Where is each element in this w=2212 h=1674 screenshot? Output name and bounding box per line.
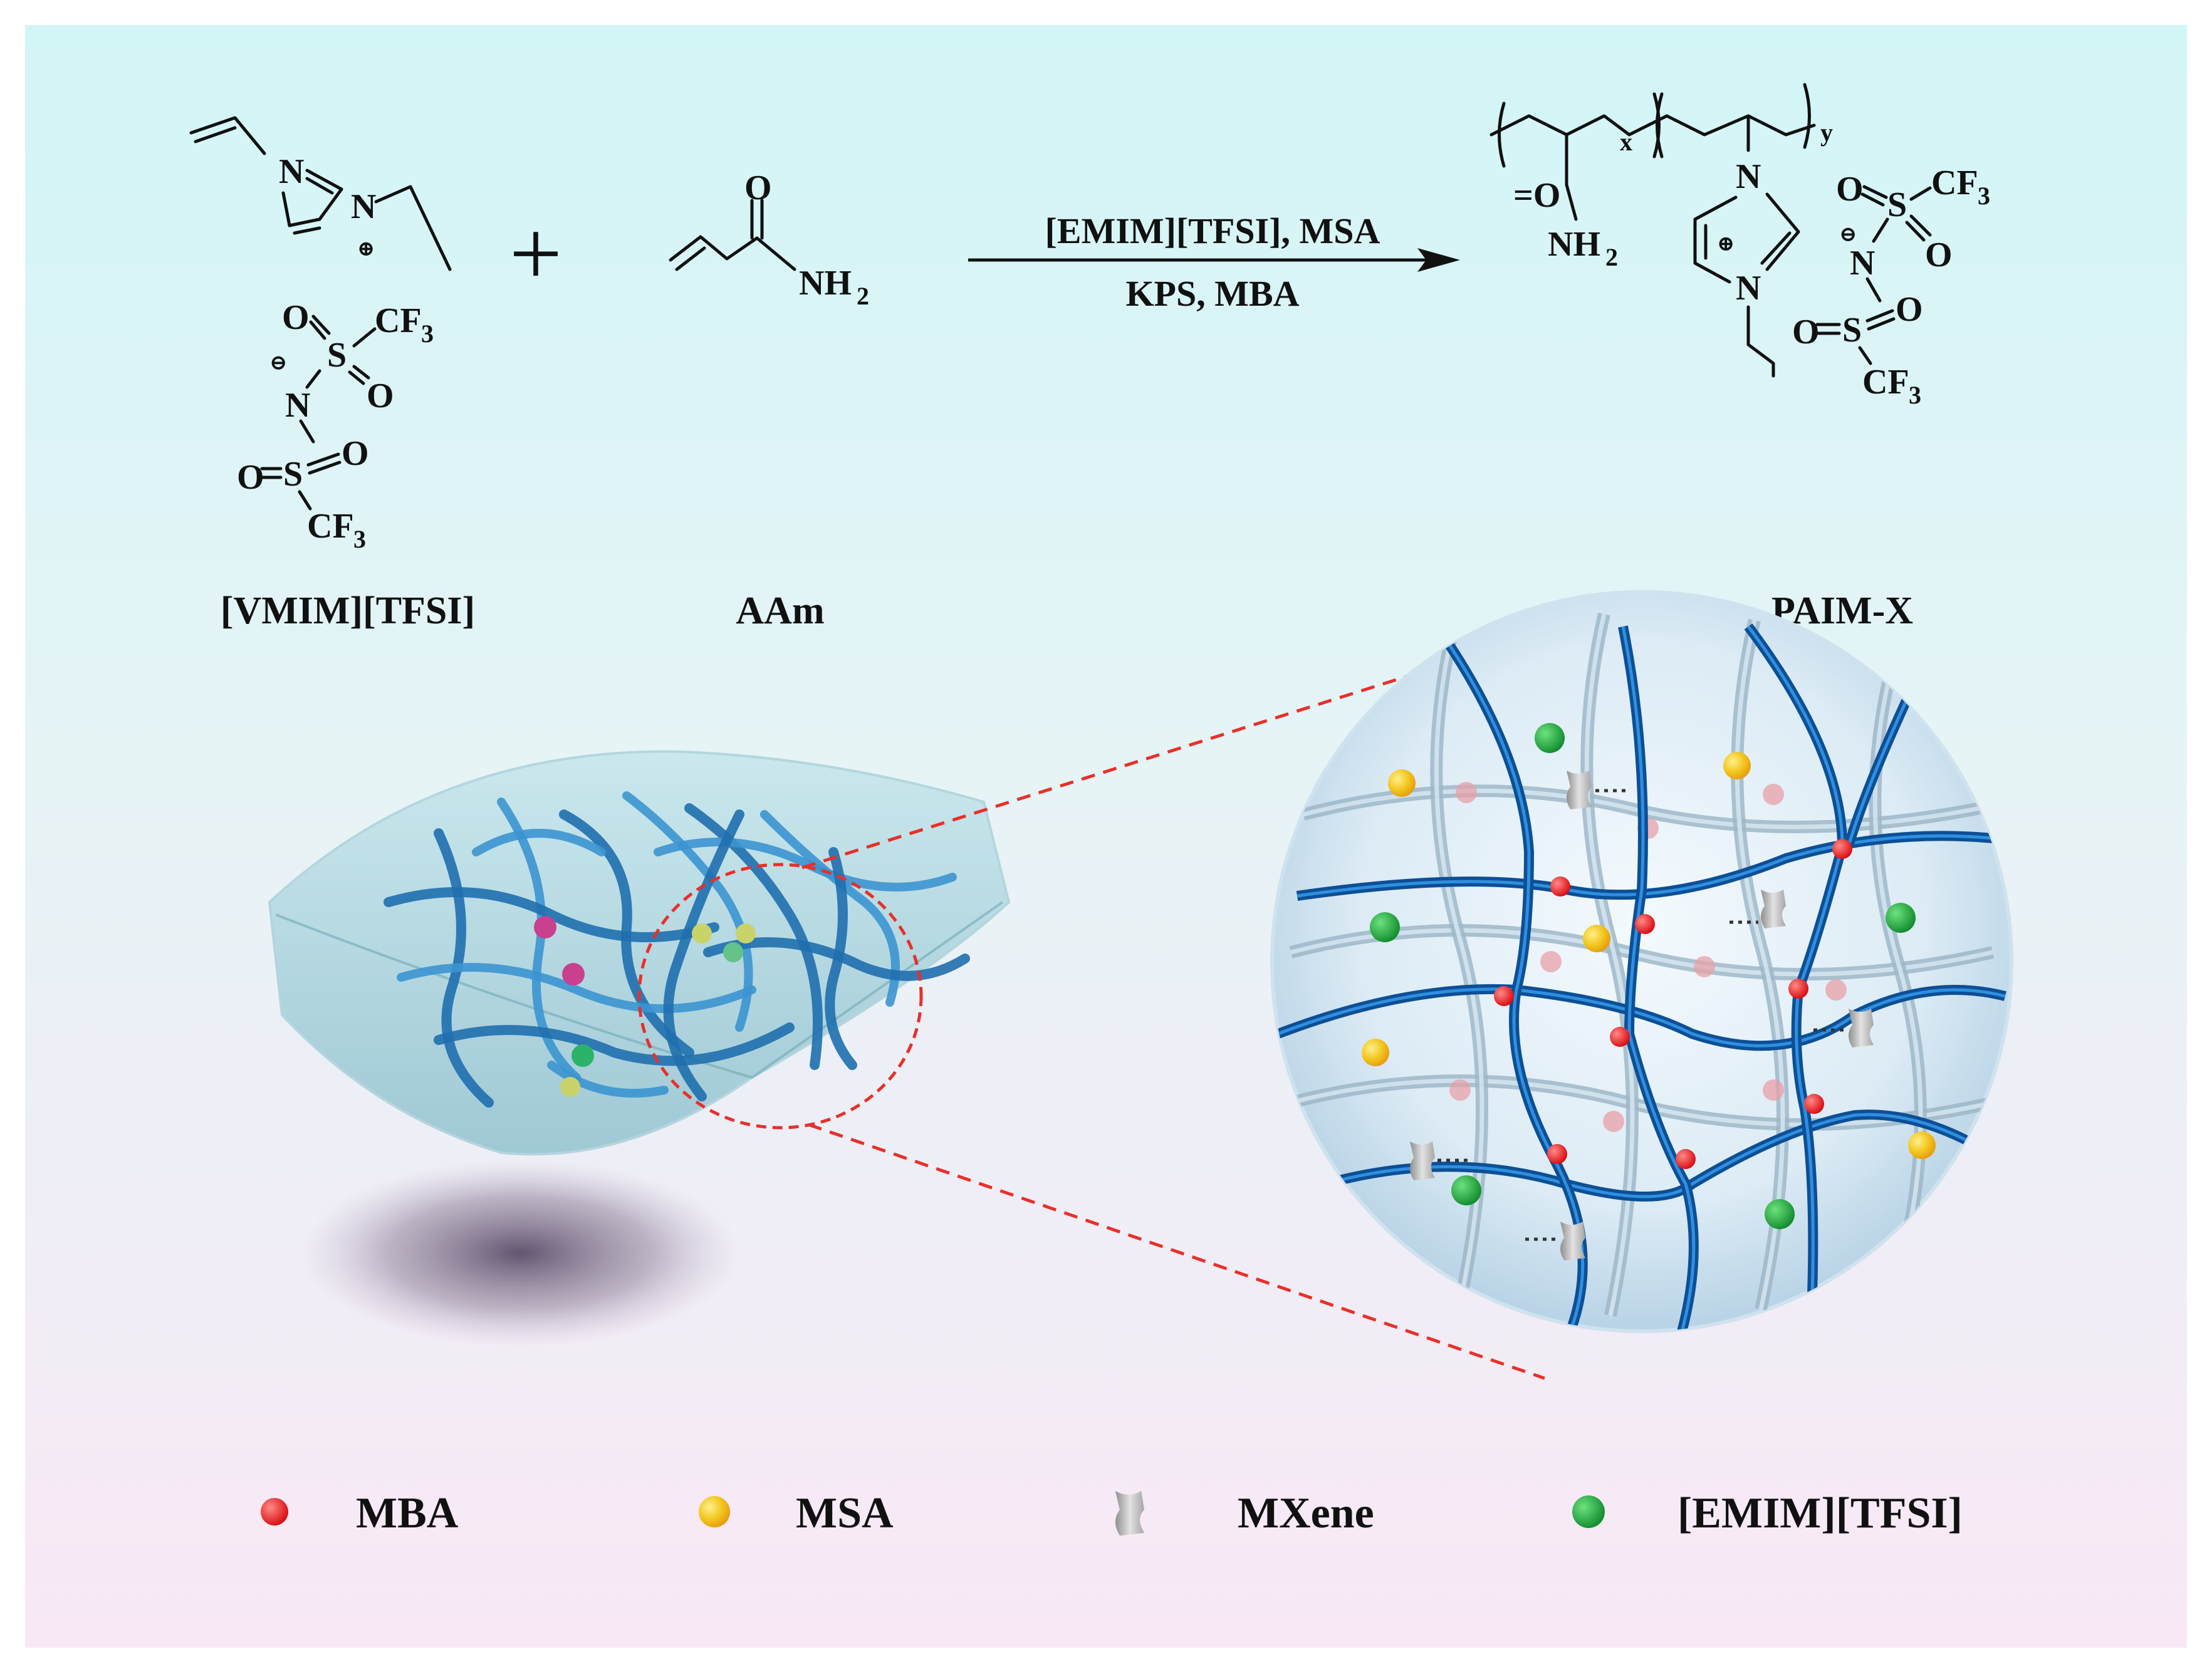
atom-s: S (1842, 311, 1862, 350)
paim-x-structure: x y =O NH 2 N ⊕ N O S CF 3 O ⊖ N O S (1489, 83, 1990, 409)
atom-o: O (367, 377, 394, 415)
atom-n: N (1850, 244, 1875, 283)
legend-label-emim-tfsi: [EMIM][TFSI] (1677, 1489, 1963, 1537)
gel-particle (736, 923, 756, 944)
atom-o: O (282, 298, 310, 337)
cation-charge: ⊕ (357, 237, 375, 261)
cf3-label: CF (1931, 164, 1978, 202)
aam-structure: O NH 2 (669, 169, 869, 310)
legend-item-msa: MSA (699, 1489, 894, 1537)
atom-n1: N (279, 152, 304, 191)
atom-o: O (1896, 290, 1923, 329)
cf3-label: CF (1862, 363, 1909, 402)
atom-n3: N (351, 187, 376, 226)
network-zoom-circle (1270, 590, 2013, 1333)
msa-particles (1362, 752, 1936, 1159)
atom-n3: N (1736, 269, 1761, 308)
gel-particle (723, 942, 743, 962)
gel-particle (692, 923, 712, 944)
polymer-chains (383, 791, 970, 1108)
cf3-label: CF (375, 301, 422, 340)
nh2-label: NH (799, 264, 852, 303)
anion-charge: ⊖ (269, 351, 288, 375)
legend-swatch-msa (699, 1496, 730, 1527)
nh2-subscript: 2 (857, 282, 869, 310)
cf3-subscript: 3 (1978, 182, 1990, 210)
cf3-subscript: 3 (421, 320, 434, 348)
legend-label-mxene: MXene (1238, 1489, 1374, 1537)
gel-particle (560, 1077, 580, 1097)
gel-particle (562, 963, 585, 985)
gel-particle (571, 1044, 594, 1067)
nh2-label: NH (1548, 225, 1600, 264)
atom-s: S (283, 455, 303, 494)
legend-item-emim-tfsi: [EMIM][TFSI] (1572, 1489, 1963, 1537)
atom-o: O (744, 169, 772, 207)
reaction-arrow (968, 248, 1460, 272)
legend-item-mxene: MXene (1115, 1489, 1374, 1537)
compound-label-vmim-tfsi: [VMIM][TFSI] (221, 590, 475, 632)
atom-n: N (285, 386, 310, 425)
legend: MBA MSA MXene [EMIM][TFSI] (261, 1489, 1963, 1537)
atom-n1: N (1736, 157, 1761, 196)
reaction-conditions-bottom: KPS, MBA (1125, 273, 1299, 314)
hydrogel-block (268, 750, 1011, 1347)
gel-particle (534, 916, 556, 938)
nh2-subscript: 2 (1605, 243, 1618, 271)
hydrogel-shadow (301, 1159, 739, 1347)
compound-label-aam: AAm (736, 590, 824, 632)
atom-o: O (1836, 170, 1864, 209)
mxene-sheets (1410, 771, 1874, 1261)
crosslink-faint (1449, 782, 1847, 1132)
plus-sign: + (509, 202, 563, 306)
cf3-subscript: 3 (1909, 381, 1921, 409)
cf3-subscript: 3 (353, 525, 366, 553)
mba-crosslinks (1494, 839, 1852, 1169)
legend-label-msa: MSA (796, 1489, 894, 1537)
atom-s: S (327, 336, 347, 375)
repeat-x: x (1620, 128, 1632, 156)
zoom-indicator (637, 631, 1545, 1380)
cation-charge: ⊕ (1717, 232, 1735, 256)
legend-item-mba: MBA (261, 1489, 459, 1537)
vmim-tfsi-structure: N N ⊕ O S CF 3 O ⊖ N O S O CF 3 (189, 116, 452, 553)
legend-swatch-emim-tfsi (1572, 1495, 1605, 1528)
atom-s: S (1887, 185, 1907, 224)
atom-o: O (237, 458, 264, 497)
repeat-y: y (1820, 118, 1833, 147)
anion-charge: ⊖ (1839, 223, 1857, 246)
atom-o: =O (1513, 176, 1560, 215)
atom-o: O (1925, 236, 1953, 274)
atom-o: O (342, 434, 369, 473)
cf3-label: CF (307, 507, 354, 546)
legend-swatch-mxene (1115, 1491, 1144, 1536)
legend-label-mba: MBA (356, 1489, 459, 1537)
legend-swatch-mba (261, 1498, 288, 1526)
reaction-conditions-top: [EMIM][TFSI], MSA (1045, 211, 1380, 251)
emim-tfsi-particles (1370, 723, 1916, 1229)
atom-o: O (1792, 313, 1820, 351)
